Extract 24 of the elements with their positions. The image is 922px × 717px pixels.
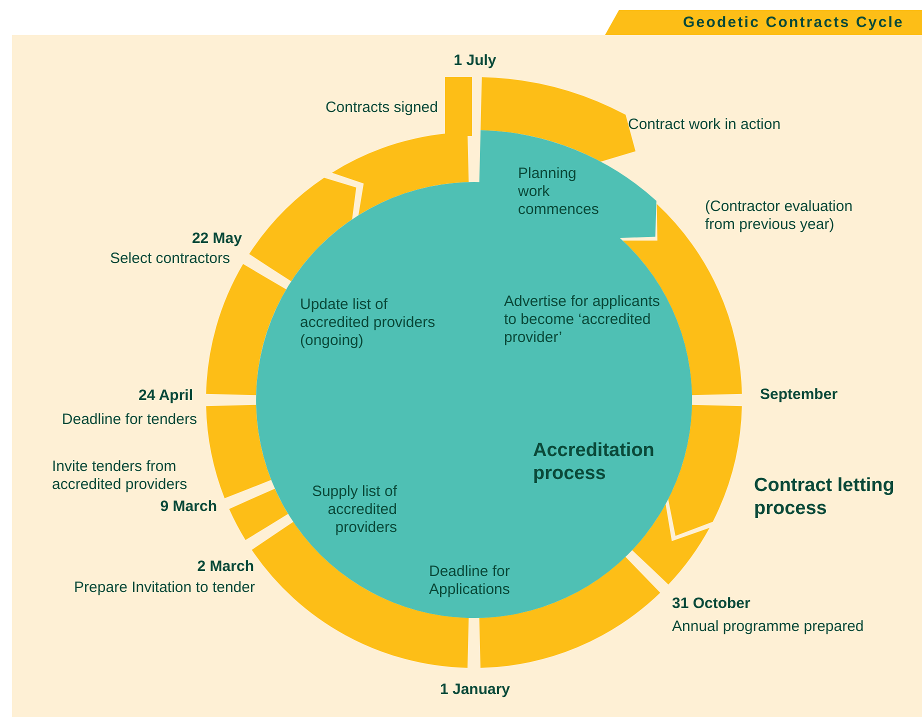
stage-label: Contracts signed bbox=[324, 99, 438, 117]
step-text: Advertise for applicants to become ‘accredited provider’ bbox=[504, 293, 660, 347]
step-text: Update list of accredited providers (ongoing) bbox=[300, 296, 436, 350]
stage-label: Contract work in action bbox=[628, 116, 782, 134]
stage-label: Annual programme prepared bbox=[672, 618, 865, 636]
process-heading: Accreditation process bbox=[533, 440, 656, 486]
stage-label: (Contractor evaluation from previous year) bbox=[705, 198, 854, 234]
process-heading: Contract letting process bbox=[754, 475, 896, 521]
step-text: Planning work commences bbox=[518, 165, 600, 219]
date-label: 1 January bbox=[438, 681, 512, 699]
date-label: 2 March bbox=[196, 558, 254, 576]
date-label: 24 April bbox=[138, 387, 193, 405]
stage-label: Select contractors bbox=[108, 250, 230, 268]
stage-label: Invite tenders from accredited providers bbox=[52, 458, 188, 494]
title-tab: Geodetic Contracts Cycle bbox=[605, 10, 922, 35]
date-label: 22 May bbox=[190, 230, 242, 248]
step-text: Supply list of accredited providers bbox=[310, 483, 397, 537]
date-label: 31 October bbox=[672, 595, 752, 613]
stage-label: Deadline for tenders bbox=[60, 411, 197, 429]
stage-label: Prepare Invitation to tender bbox=[73, 579, 255, 597]
step-text: Deadline for Applications bbox=[429, 563, 511, 599]
date-label: 1 July bbox=[452, 52, 498, 70]
date-label: September bbox=[760, 386, 839, 404]
date-label: 9 March bbox=[159, 498, 217, 516]
